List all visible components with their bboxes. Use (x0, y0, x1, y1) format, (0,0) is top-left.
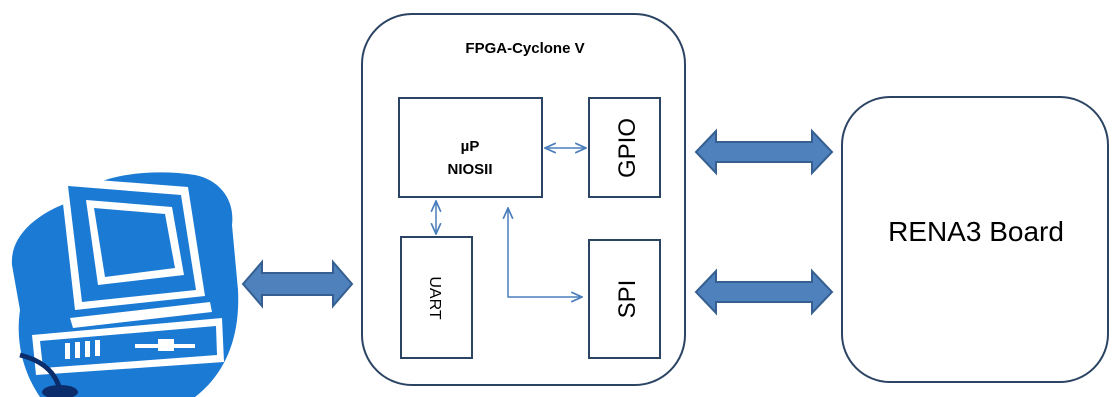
spi-board-link-arrow (694, 268, 834, 316)
gpio-label: GPIO (614, 118, 641, 178)
gpio-board-link-arrow (694, 128, 834, 176)
gpio-box (588, 97, 661, 198)
cpu-label-line1: µP (461, 138, 480, 155)
pc-fpga-link-arrow (241, 259, 354, 309)
cpu-box (398, 97, 543, 198)
cpu-label-line2: NIOSII (447, 161, 492, 178)
rena3-board-label: RENA3 Board (888, 216, 1064, 247)
spi-label: SPI (614, 280, 641, 319)
fpga-title: FPGA-Cyclone V (465, 40, 584, 57)
uart-label: UART (426, 276, 443, 319)
desktop-computer-icon (11, 172, 239, 397)
uart-box (400, 236, 473, 359)
cpu-spi-arrow (508, 208, 582, 297)
rena3-board-box (841, 96, 1109, 383)
spi-box (588, 239, 661, 359)
